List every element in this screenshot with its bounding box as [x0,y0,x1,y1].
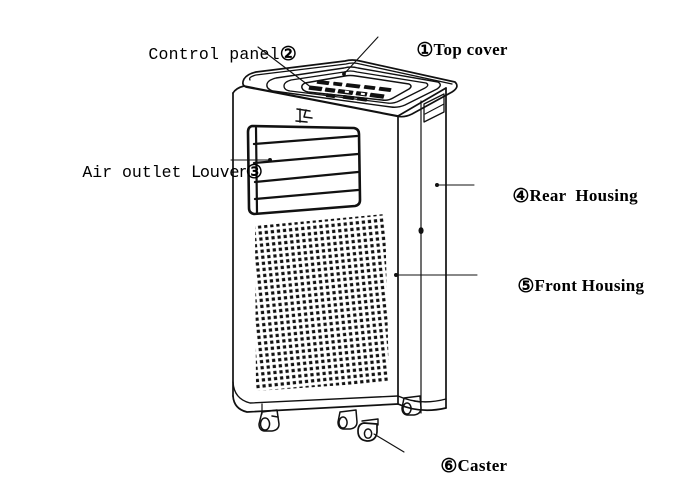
callout-control-panel: Control panel② [110,29,297,80]
callout-rear-housing: ④Rear Housing [474,171,638,222]
leader-top-cover [343,36,379,75]
callout-air-outlet-louver: Air outlet Louver③ [44,147,263,198]
callout-control-panel-label: Control panel [148,45,280,64]
callout-marker-6: ⑥ [440,456,458,477]
callout-top-cover-label: Top cover [433,40,508,59]
air-outlet-louver[interactable] [246,124,362,216]
callout-rear-housing-label: Rear Housing [529,186,638,205]
callout-marker-4: ④ [512,186,530,207]
leader-lines [230,36,478,453]
brand-mark [295,108,313,123]
control-panel[interactable] [301,74,412,102]
side-handle-recess [423,93,445,123]
callout-front-housing: ⑤Front Housing [479,261,644,312]
top-cover [242,59,458,118]
callout-marker-2: ② [279,44,297,65]
callout-front-housing-label: Front Housing [534,276,645,295]
callout-top-cover: ①Top cover [378,25,508,76]
callout-marker-3: ③ [245,162,263,183]
callout-marker-1: ① [416,40,434,61]
leader-control-panel [257,46,313,89]
callout-marker-5: ⑤ [517,276,535,297]
caster-labeled [357,418,379,442]
front-grille [255,214,389,391]
caster-rear-right [401,395,422,416]
caster-front-left [258,409,280,432]
leader-caster [373,433,405,453]
rear-housing-shell [397,87,447,414]
callout-air-outlet-label-b: Louver [191,162,246,181]
caster-group [258,395,422,442]
callout-caster-label: Caster [457,456,508,475]
caster-center [337,409,358,430]
callout-air-outlet-label-a: Air outlet [82,163,192,182]
callout-caster: ⑥Caster [402,441,507,492]
